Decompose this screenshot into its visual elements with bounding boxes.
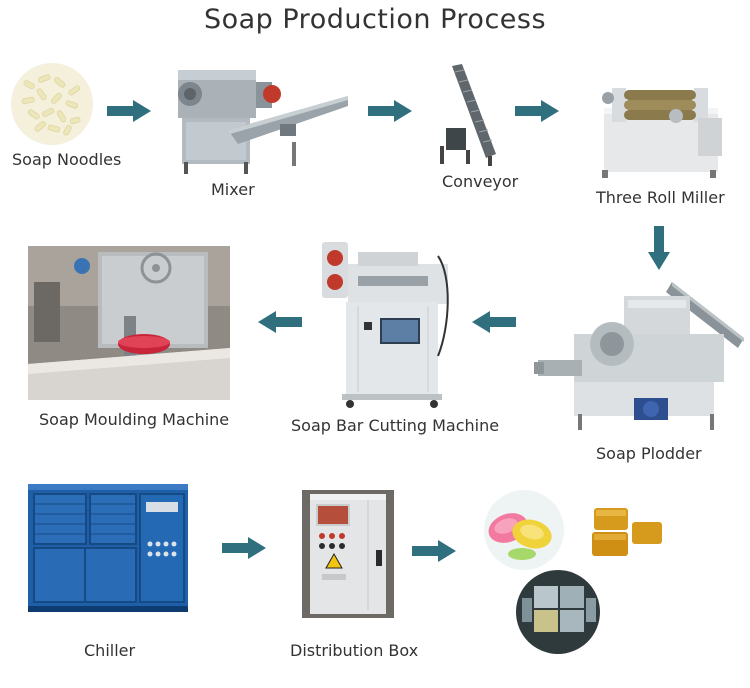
soap-bar-cutting-machine-image [318, 236, 456, 410]
diagram-title: Soap Production Process [203, 4, 547, 35]
soap-moulding-machine-image [28, 246, 230, 400]
arrow-right-icon [368, 100, 412, 122]
three-roll-miller-image [596, 78, 726, 180]
arrow-right-icon [222, 537, 266, 559]
step-label-soap-moulding-machine: Soap Moulding Machine [39, 410, 230, 429]
arrow-left-icon [472, 311, 516, 333]
step-label-distribution-box: Distribution Box [290, 641, 419, 660]
arrow-down-icon [648, 226, 670, 270]
distribution-box-image [302, 490, 394, 618]
step-label-three-roll-miller: Three Roll Miller [596, 188, 725, 207]
step-label-soap-noodles: Soap Noodles [12, 150, 122, 169]
soap-noodles-image [10, 62, 94, 146]
conveyor-machine-image [430, 62, 502, 168]
step-label-chiller: Chiller [84, 641, 136, 660]
chiller-image [24, 480, 192, 616]
soap-plodder-image [534, 278, 746, 434]
mixer-machine-image [168, 58, 350, 178]
finished-soap-bars-image [482, 488, 688, 656]
step-label-soap-plodder: Soap Plodder [596, 444, 702, 463]
step-label-mixer: Mixer [211, 180, 255, 199]
step-label-soap-bar-cutting-machine: Soap Bar Cutting Machine [291, 416, 500, 435]
arrow-right-icon [515, 100, 559, 122]
arrow-right-icon [412, 540, 456, 562]
arrow-right-icon [107, 100, 151, 122]
arrow-left-icon [258, 311, 302, 333]
step-label-conveyor: Conveyor [442, 172, 519, 191]
